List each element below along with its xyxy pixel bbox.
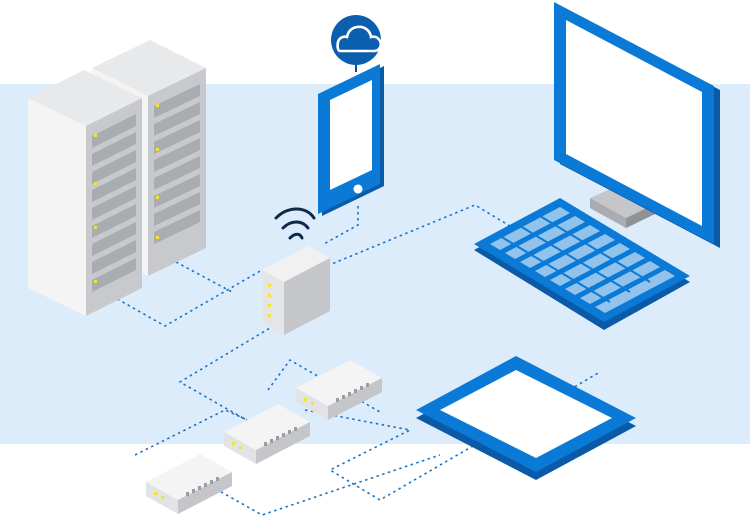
wifi-signal [274,207,316,240]
tablet [416,356,636,480]
smartphone [318,64,384,216]
keyboard [474,198,690,330]
cloud-badge [331,15,383,72]
desktop-monitor [554,2,720,248]
network-switch-2 [224,404,310,464]
network-switch-3 [296,360,382,420]
link-switch1-tablet [199,454,441,516]
link-server-right-router [175,261,233,293]
link-router-keyboard [321,204,521,269]
server-rack-left [28,70,142,316]
link-server-left-router [111,269,263,327]
network-switch-1 [146,454,232,514]
link-switch2-switch3 [267,358,381,413]
cloud-icon [336,25,383,53]
link-phone-router [321,206,359,246]
keyboard-keys [490,207,675,313]
home-button [353,184,363,194]
wireless-router [262,246,330,335]
